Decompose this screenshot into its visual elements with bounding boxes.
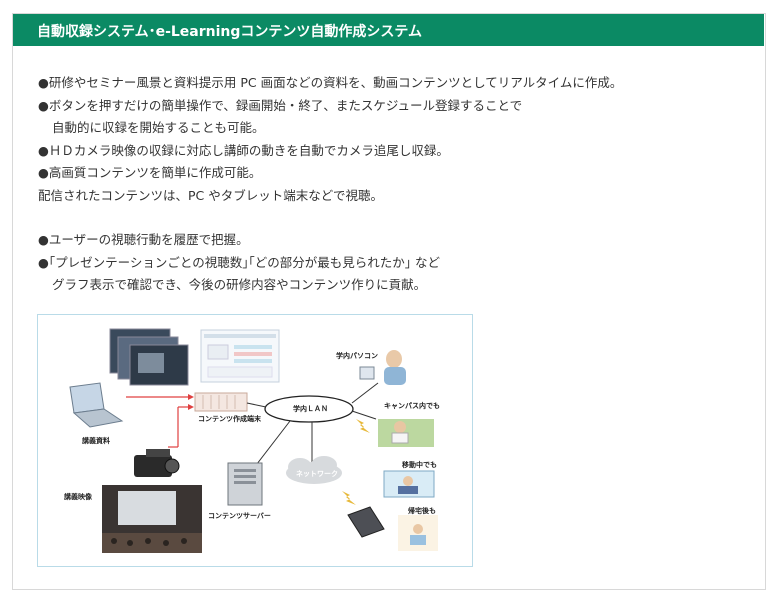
label-lecture-material: 講義資料	[82, 437, 110, 445]
diagram-graphics	[69, 328, 438, 553]
label-on-the-move: 移動中でも	[402, 461, 437, 469]
campus-pc-user-icon	[359, 350, 406, 385]
paragraph-line: ●ボタンを押すだけの簡単操作で、録画開始・終了、またスケジュール登録することで	[38, 97, 523, 113]
server-icon	[227, 462, 263, 506]
campus-user-illustration	[378, 419, 434, 447]
system-diagram: 講義資料 講義映像 コンテンツ作成端末 学内ＬＡＮ コンテンツサーバー ネットワ…	[37, 314, 473, 567]
paragraph-line: 自動的に収録を開始することも可能。	[52, 120, 265, 135]
label-in-campus: キャンパス内でも	[384, 402, 440, 410]
paragraph-line: ●ユーザーの視聴行動を履歴で把握。	[38, 232, 249, 247]
campus-lan-node	[264, 395, 354, 423]
paragraph-line: ●ＨＤカメラ映像の収録に対応し講師の動きを自動でカメラ追尾し収録。	[38, 142, 449, 158]
content-terminal-icon	[194, 392, 248, 412]
label-at-home: 帰宅後も	[408, 507, 436, 515]
label-content-terminal: コンテンツ作成端末	[198, 415, 261, 423]
wireless-signal-icon	[342, 491, 356, 505]
description-text: ●研修やセミナー風景と資料提示用 PC 画面などの資料を、動画コンテンツとしてリ…	[38, 72, 738, 297]
paragraph-line: ●高画質コンテンツを簡単に作成可能。	[38, 165, 262, 180]
analytics-screenshot-icon	[200, 329, 280, 383]
label-campus-lan: 学内ＬＡＮ	[293, 405, 328, 413]
paragraph-line: ●研修やセミナー風景と資料提示用 PC 画面などの資料を、動画コンテンツとしてリ…	[38, 75, 623, 90]
section-title: 自動収録システム･e-Learningコンテンツ自動作成システム	[37, 24, 422, 40]
laptop-icon	[69, 382, 124, 428]
paragraph-line: ●｢プレゼンテーションごとの視聴数｣｢どの部分が最も見られたか｣ など	[38, 254, 441, 270]
mobile-user-illustration	[383, 470, 435, 498]
label-lecture-video: 講義映像	[64, 493, 92, 501]
label-campus-pc: 学内パソコン	[336, 352, 378, 360]
video-camera-icon	[134, 449, 180, 477]
label-content-server: コンテンツサーバー	[208, 512, 271, 520]
paragraph-line: グラフ表示で確認でき、今後の研修内容やコンテンツ作りに貢献。	[52, 277, 427, 292]
wireless-signal-icon	[356, 419, 370, 433]
paragraph-line: 配信されたコンテンツは、PC やタブレット端末などで視聴。	[38, 187, 383, 203]
section-header: 自動収録システム･e-Learningコンテンツ自動作成システム	[13, 14, 764, 46]
home-user-illustration	[347, 506, 438, 551]
lecture-hall-photo	[102, 485, 202, 553]
network-cloud-icon	[286, 456, 342, 484]
app-screenshot-icon	[109, 328, 189, 386]
label-network: ネットワーク	[296, 470, 338, 478]
